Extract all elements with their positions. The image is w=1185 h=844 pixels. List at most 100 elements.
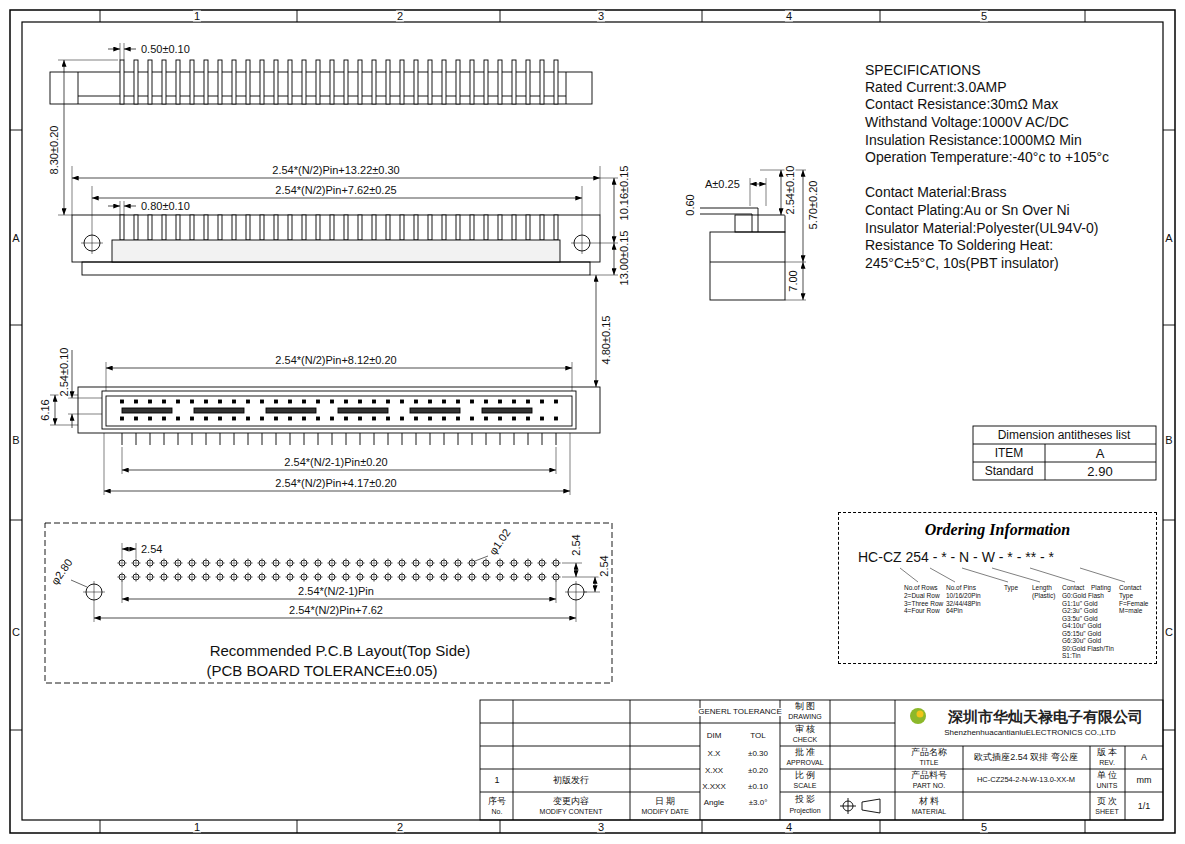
pin — [540, 60, 544, 104]
pin — [526, 60, 530, 104]
contact-point — [163, 417, 166, 420]
ordering-code-text: No.of Rows — [903, 585, 939, 592]
grid-reference: A — [11, 233, 20, 244]
pin — [288, 215, 292, 240]
center-line — [416, 572, 417, 582]
center-line — [220, 558, 221, 568]
title-block-cell: REV. — [1098, 759, 1116, 766]
dimension-text: φ2.80 — [49, 556, 76, 587]
contact-point — [219, 417, 222, 420]
center-line — [150, 572, 151, 582]
dimension-arrow — [108, 206, 120, 207]
grid-tick — [1085, 820, 1086, 833]
outline-line — [480, 746, 700, 747]
dimension-line — [122, 549, 136, 550]
outline-line — [1090, 746, 1091, 820]
connector-slot — [106, 396, 572, 426]
pin — [218, 215, 222, 240]
pcb-outline — [45, 523, 612, 683]
contact-point — [191, 400, 194, 403]
dimension-line — [104, 491, 570, 492]
pin — [134, 60, 138, 104]
outline-line — [895, 792, 1163, 793]
pin-profile — [700, 214, 752, 232]
center-line — [318, 558, 319, 568]
box-heading: Ordering Information — [839, 513, 1156, 539]
title-block-frame — [480, 700, 1163, 820]
pin — [470, 60, 474, 104]
contact-point — [205, 417, 208, 420]
title-block-cell: UNITS — [1096, 782, 1119, 789]
center-line — [528, 558, 529, 568]
ordering-code-text: G1:1u" Gold — [1061, 600, 1099, 607]
pin-tail — [206, 433, 207, 445]
contact-slot — [122, 408, 172, 413]
contact-point — [485, 400, 488, 403]
center-line — [92, 232, 93, 254]
dimension-text: A±0.25 — [704, 179, 741, 190]
grid-reference: B — [1164, 435, 1173, 446]
contact-point — [233, 400, 236, 403]
dimension-text: 2.54 — [599, 554, 610, 577]
pin — [372, 60, 376, 104]
pin — [428, 60, 432, 104]
pin — [120, 60, 124, 104]
pin — [330, 60, 334, 104]
dimension-text: 2.54*(N/2)Pin+4.17±0.20 — [274, 478, 397, 489]
grid-reference: 2 — [396, 11, 404, 22]
extension-line — [92, 186, 93, 232]
contact-point — [149, 417, 152, 420]
center-line — [234, 572, 235, 582]
outline-line — [513, 700, 514, 820]
grid-reference: 1 — [193, 11, 201, 22]
pin-tail — [122, 433, 123, 445]
table-cell: Standard — [984, 465, 1035, 477]
outline-line — [973, 462, 1156, 463]
pin-tail — [486, 433, 487, 445]
dimension-line — [614, 178, 615, 243]
contact-point — [401, 417, 404, 420]
housing — [710, 232, 785, 300]
pin — [512, 215, 516, 240]
pin-tail — [346, 433, 347, 445]
dimension-text: 2.54 — [571, 533, 582, 556]
center-line — [304, 572, 305, 582]
contact-point — [261, 400, 264, 403]
center-line — [472, 572, 473, 582]
ordering-code-text: G5:15u" Gold — [1061, 630, 1102, 637]
center-line — [136, 572, 137, 582]
center-line — [444, 572, 445, 582]
center-line — [514, 558, 515, 568]
dimension-line — [122, 599, 556, 600]
contact-slot — [194, 408, 244, 413]
outline-line — [700, 723, 780, 724]
pin — [442, 60, 446, 104]
dimension-text: 2.54 — [140, 544, 163, 555]
center-line — [444, 558, 445, 568]
center-line — [178, 558, 179, 568]
ordering-code-text: F=Female — [1118, 600, 1149, 607]
pin — [372, 215, 376, 240]
leader-line — [962, 568, 1008, 582]
contact-point — [555, 417, 558, 420]
leader-line — [1080, 568, 1125, 582]
pin — [148, 215, 152, 240]
pin — [386, 60, 390, 104]
extension-line — [576, 603, 577, 622]
contact-point — [471, 417, 474, 420]
contact-point — [233, 417, 236, 420]
pin — [484, 60, 488, 104]
pin — [288, 60, 292, 104]
outline-line — [780, 769, 895, 770]
title-block-cell: MODIFY CONTENT — [539, 808, 604, 815]
ordering-code-text: 64Pin — [945, 608, 964, 615]
contact-point — [135, 400, 138, 403]
table-cell: A — [1095, 447, 1106, 460]
center-line — [346, 572, 347, 582]
contact-point — [415, 417, 418, 420]
pin-tail — [304, 433, 305, 445]
pin-tail — [332, 433, 333, 445]
connector-body — [78, 387, 600, 433]
layout-caption: Recommended P.C.B Layout(Top Side) — [209, 643, 472, 658]
contact-point — [261, 417, 264, 420]
